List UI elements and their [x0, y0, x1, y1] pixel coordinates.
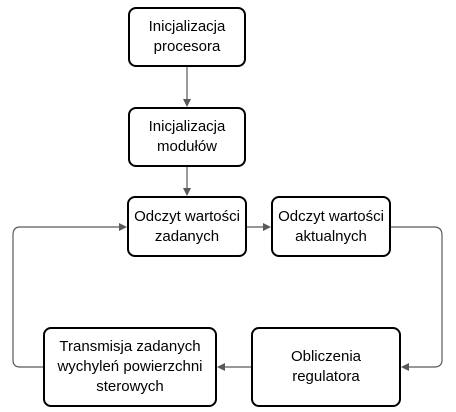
node-regulator-calc: Obliczenia regulatora [251, 327, 401, 407]
node-label-line: regulatora [292, 368, 360, 385]
node-label-line: sterowych [96, 378, 164, 395]
node-label-line: modułów [156, 138, 218, 155]
node-label-line: Obliczenia [290, 348, 362, 365]
node-read-actuals: Odczyt wartości aktualnych [271, 196, 391, 257]
node-read-setpoints: Odczyt wartości zadanych [127, 196, 247, 257]
node-transmit: Transmisja zadanych wychyleń powierzchni… [43, 327, 217, 407]
node-label-line: Odczyt wartości [134, 207, 240, 225]
arrow-actuals-to-regulator [391, 226, 443, 371]
node-init-processor: Inicjalizacja procesora [128, 7, 246, 67]
node-label-line: procesora [153, 38, 221, 55]
node-label-line: wychyleń powierzchni [57, 358, 203, 375]
node-label-line: Inicjalizacja [148, 18, 226, 35]
node-label-line: Transmisja zadanych [59, 338, 201, 355]
node-label-line: zadanych [154, 227, 220, 245]
node-label-line: Odczyt wartości [278, 207, 384, 225]
node-label-line: aktualnych [295, 227, 367, 245]
node-label-line: Inicjalizacja [148, 118, 226, 135]
arrow-transmit-to-setpoints [12, 223, 127, 368]
node-init-modules: Inicjalizacja modułów [128, 107, 246, 167]
